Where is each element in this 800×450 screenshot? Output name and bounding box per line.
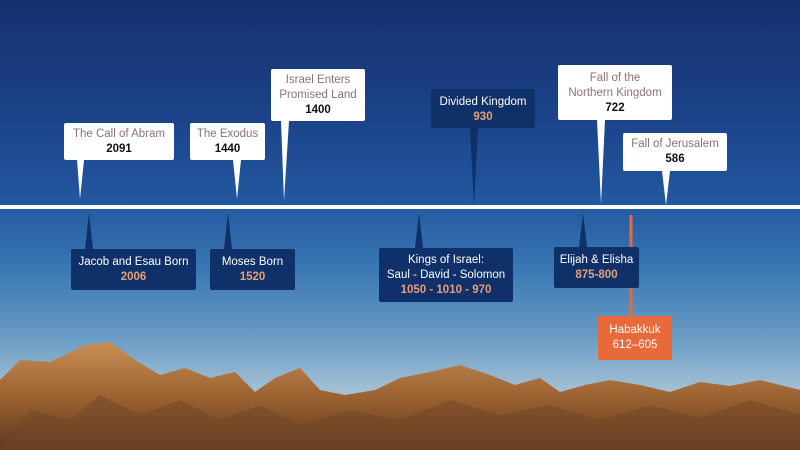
event-year: 875-800 <box>575 269 618 281</box>
event-title: The Exodus <box>196 128 259 140</box>
event-year: 612–605 <box>612 339 658 351</box>
event-title: Kings of Israel: <box>407 254 485 266</box>
event-year: 722 <box>605 102 625 114</box>
event-title: Divided Kingdom <box>439 96 527 108</box>
event-call-of-abram: The Call of Abram 2091 <box>64 123 174 160</box>
timeline-axis <box>0 205 800 209</box>
event-habakkuk: Habakkuk 612–605 <box>598 316 672 360</box>
event-year: 1400 <box>305 104 331 116</box>
event-title: Moses Born <box>221 256 284 268</box>
event-year: 1440 <box>214 143 241 155</box>
event-title: Fall of the Northern Kingdom <box>568 72 662 99</box>
event-year: 2091 <box>106 143 132 155</box>
event-israel-enters: Israel Enters Promised Land 1400 <box>271 69 365 121</box>
event-year: 2006 <box>120 271 147 283</box>
event-elijah-elisha: Elijah & Elisha 875-800 <box>554 247 639 288</box>
event-subtitle: Saul - David - Solomon <box>386 269 506 281</box>
event-title: Habakkuk <box>609 324 661 336</box>
event-title: Israel Enters Promised Land <box>279 74 357 101</box>
event-divided-kingdom: Divided Kingdom 930 <box>431 89 535 128</box>
event-title: Jacob and Esau Born <box>78 256 189 268</box>
event-moses-born: Moses Born 1520 <box>210 249 295 290</box>
event-jacob-esau: Jacob and Esau Born 2006 <box>71 249 196 290</box>
event-year: 1050 - 1010 - 970 <box>400 284 492 296</box>
event-title: Elijah & Elisha <box>559 254 634 266</box>
event-kings-of-israel: Kings of Israel: Saul - David - Solomon … <box>379 248 513 302</box>
event-fall-jerusalem: Fall of Jerusalem 586 <box>623 133 727 171</box>
event-title: The Call of Abram <box>72 128 166 140</box>
event-year: 1520 <box>239 271 266 283</box>
event-exodus: The Exodus 1440 <box>190 123 265 160</box>
event-year: 586 <box>665 153 685 165</box>
event-fall-northern-kingdom: Fall of the Northern Kingdom 722 <box>558 65 672 120</box>
event-year: 930 <box>473 111 493 123</box>
event-title: Fall of Jerusalem <box>631 138 719 150</box>
